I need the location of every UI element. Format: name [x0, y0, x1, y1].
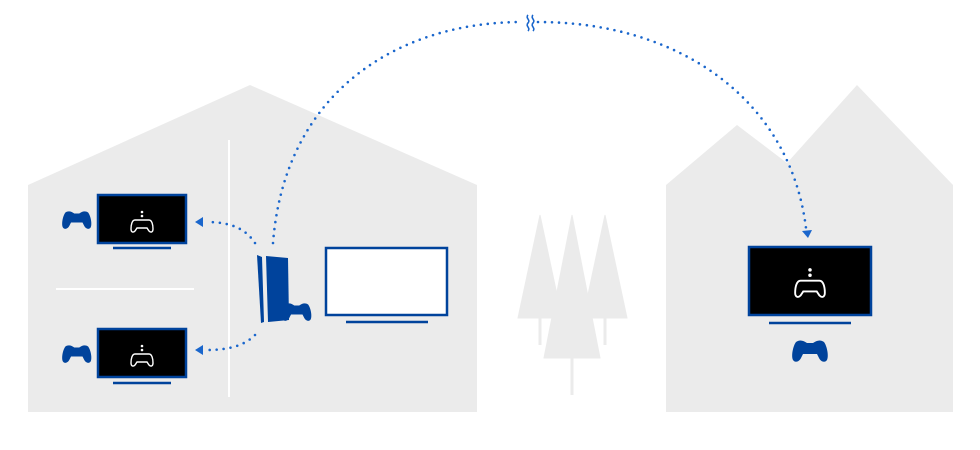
tv-icon [96, 327, 188, 385]
wireless-signal-icon [526, 14, 535, 32]
tv-icon [747, 245, 873, 325]
tree-icon [517, 214, 628, 395]
local-connection-path [204, 220, 257, 245]
internet-connection-path [536, 20, 808, 230]
arrowhead-icon [195, 217, 812, 355]
tv-icon [324, 246, 449, 324]
internet-connection-path [271, 20, 524, 245]
tv-icon [96, 193, 188, 250]
console-icon [257, 255, 289, 323]
